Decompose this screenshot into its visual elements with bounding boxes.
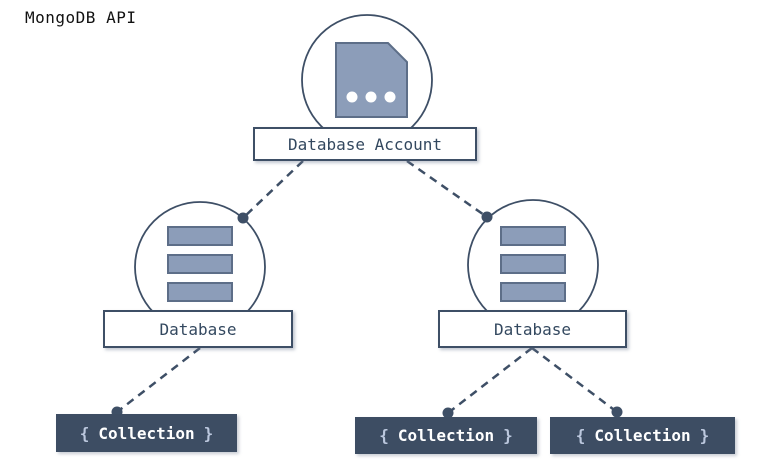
collection-middle-box: { Collection } — [355, 417, 537, 454]
open-brace: { — [575, 426, 586, 445]
collection-right-label: Collection — [594, 426, 691, 445]
edge-database-right-to-collection-right — [531, 347, 618, 413]
diagram-title: MongoDB API — [25, 8, 137, 27]
close-brace: } — [503, 426, 513, 445]
document-icon-dot — [384, 91, 396, 103]
edge-account-to-database-left — [242, 160, 304, 219]
stacked-bars-icon — [167, 226, 233, 302]
document-icon-dot — [346, 91, 358, 103]
database-right-label: Database — [493, 319, 572, 339]
edge-endpoint-dot — [442, 407, 454, 419]
database-right-box: Database — [438, 310, 627, 348]
db-bar — [167, 254, 233, 274]
edge-endpoint-dot — [611, 406, 623, 418]
edge-endpoint-dot — [481, 211, 493, 223]
collection-middle-label: Collection — [397, 426, 495, 445]
edge-endpoint-dot — [237, 212, 249, 224]
database-left-label: Database — [159, 319, 237, 339]
stacked-bars-icon — [500, 226, 566, 302]
document-icon — [335, 42, 408, 118]
open-brace: { — [79, 423, 90, 443]
db-bar — [167, 226, 233, 246]
edge-database-left-to-collection-left — [116, 347, 201, 413]
edge-account-to-database-right — [406, 159, 488, 219]
close-brace: } — [203, 423, 214, 443]
collection-left-label: Collection — [98, 423, 195, 443]
database-account-label: Database Account — [287, 134, 443, 154]
database-account-box: Database Account — [253, 127, 477, 161]
document-icon-body — [335, 42, 408, 118]
db-bar — [500, 282, 566, 302]
db-bar — [500, 226, 566, 246]
collection-right-box: { Collection } — [550, 417, 735, 454]
database-left-box: Database — [103, 310, 293, 348]
edge-database-right-to-collection-middle — [447, 347, 533, 414]
close-brace: } — [699, 426, 710, 445]
document-icon-dot — [365, 91, 377, 103]
open-brace: { — [379, 426, 389, 445]
db-bar — [167, 282, 233, 302]
collection-left-box: { Collection } — [56, 414, 237, 452]
db-bar — [500, 254, 566, 274]
